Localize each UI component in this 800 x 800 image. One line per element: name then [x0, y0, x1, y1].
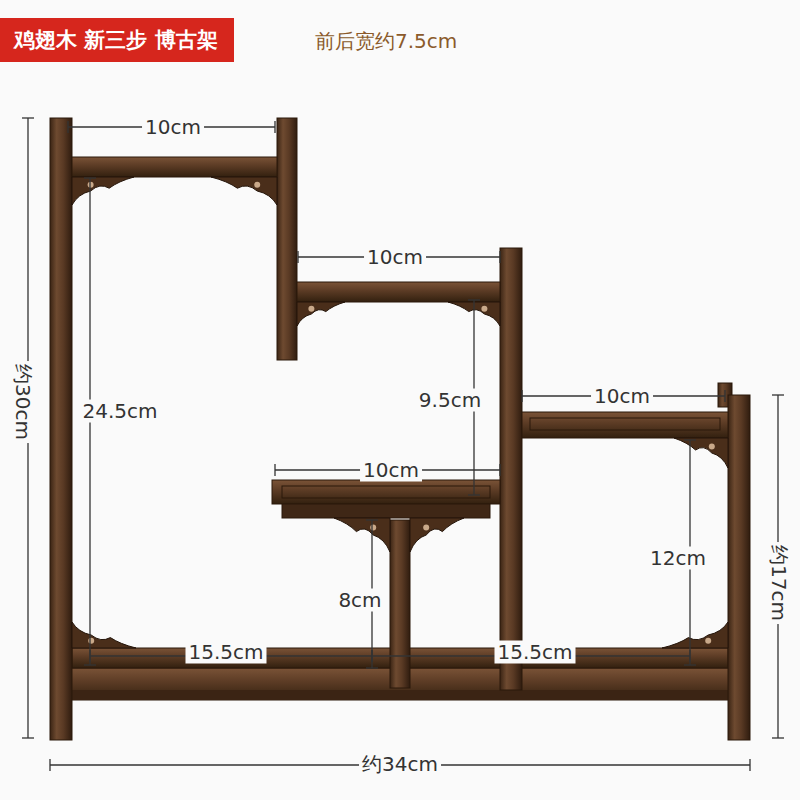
carved-bracket	[72, 622, 136, 648]
dimension-tick	[521, 390, 522, 402]
dimension-tick	[297, 251, 298, 263]
dimension-tick	[749, 759, 750, 771]
carved-brackets	[72, 177, 728, 648]
bracket-carving	[481, 306, 487, 312]
bracket-carving	[709, 443, 715, 449]
dimension-tick	[366, 519, 378, 520]
dimension-label: 9.5cm	[416, 389, 484, 412]
dimension-label: 10cm	[591, 385, 653, 408]
dimension-tick	[499, 464, 500, 476]
dimension-tick	[684, 664, 696, 665]
dimension-tick	[22, 737, 34, 738]
dimension-tick	[468, 494, 480, 495]
tray-edge	[282, 486, 490, 498]
dimension-label: 12cm	[647, 547, 709, 570]
bracket-carving	[308, 306, 314, 312]
middle-post	[500, 248, 522, 690]
carved-bracket	[674, 438, 728, 468]
upper-post	[277, 118, 297, 360]
carved-bracket	[662, 622, 728, 648]
second-shelf	[297, 282, 500, 302]
dimension-label: 约17cm	[767, 542, 790, 624]
dimension-label: 10cm	[142, 116, 204, 139]
shelf-apron	[282, 504, 490, 518]
bracket-carving	[88, 638, 94, 644]
top-shelf	[72, 157, 277, 177]
dimension-tick	[84, 177, 96, 178]
carved-bracket	[334, 518, 390, 552]
dimension-tick	[274, 121, 275, 133]
dimension-label: 10cm	[364, 246, 426, 269]
dimension-tick	[684, 439, 696, 440]
dimension-tick	[468, 299, 480, 300]
dimension-tick	[724, 390, 725, 402]
dimension-tick	[84, 664, 96, 665]
carved-bracket	[211, 177, 277, 205]
center-support	[390, 520, 410, 688]
dimension-tick	[689, 650, 690, 662]
carved-bracket	[297, 302, 345, 326]
carved-bracket	[410, 518, 464, 552]
title-badge: 鸡翅木 新三步 博古架	[0, 18, 234, 62]
dimension-tick	[499, 251, 500, 263]
dimension-tick	[67, 121, 68, 133]
dimension-label: 24.5cm	[79, 400, 160, 423]
base-apron	[64, 690, 736, 700]
dimension-label: 8cm	[335, 589, 384, 612]
dimension-tick	[274, 464, 275, 476]
tray-edge	[530, 418, 720, 430]
bracket-carving	[370, 525, 376, 531]
dimension-tick	[772, 737, 784, 738]
dimension-tick	[772, 394, 784, 395]
bracket-carving	[254, 182, 260, 188]
wood-frame	[50, 118, 750, 740]
bracket-carving	[705, 638, 711, 644]
dimension-label: 10cm	[360, 459, 422, 482]
dimension-tick	[22, 117, 34, 118]
right-shelf	[522, 412, 728, 438]
right-post	[728, 395, 750, 740]
left-post	[50, 118, 72, 740]
dimension-tick	[49, 759, 50, 771]
dimension-tick	[366, 667, 378, 668]
carved-bracket	[72, 177, 134, 205]
dimension-label: 15.5cm	[494, 641, 575, 664]
dimension-lines	[22, 118, 784, 771]
depth-note: 前后宽约7.5cm	[312, 30, 460, 53]
badge-text: 鸡翅木 新三步 博古架	[14, 18, 218, 62]
bracket-carving	[423, 525, 429, 531]
lower-shelf	[272, 480, 500, 504]
dimension-label: 15.5cm	[185, 641, 266, 664]
dimension-label: 约34cm	[359, 753, 441, 776]
dimension-tick	[371, 650, 372, 662]
dimension-tick	[89, 650, 90, 662]
dimension-tick	[371, 650, 372, 662]
dimension-label: 约30cm	[11, 361, 34, 443]
